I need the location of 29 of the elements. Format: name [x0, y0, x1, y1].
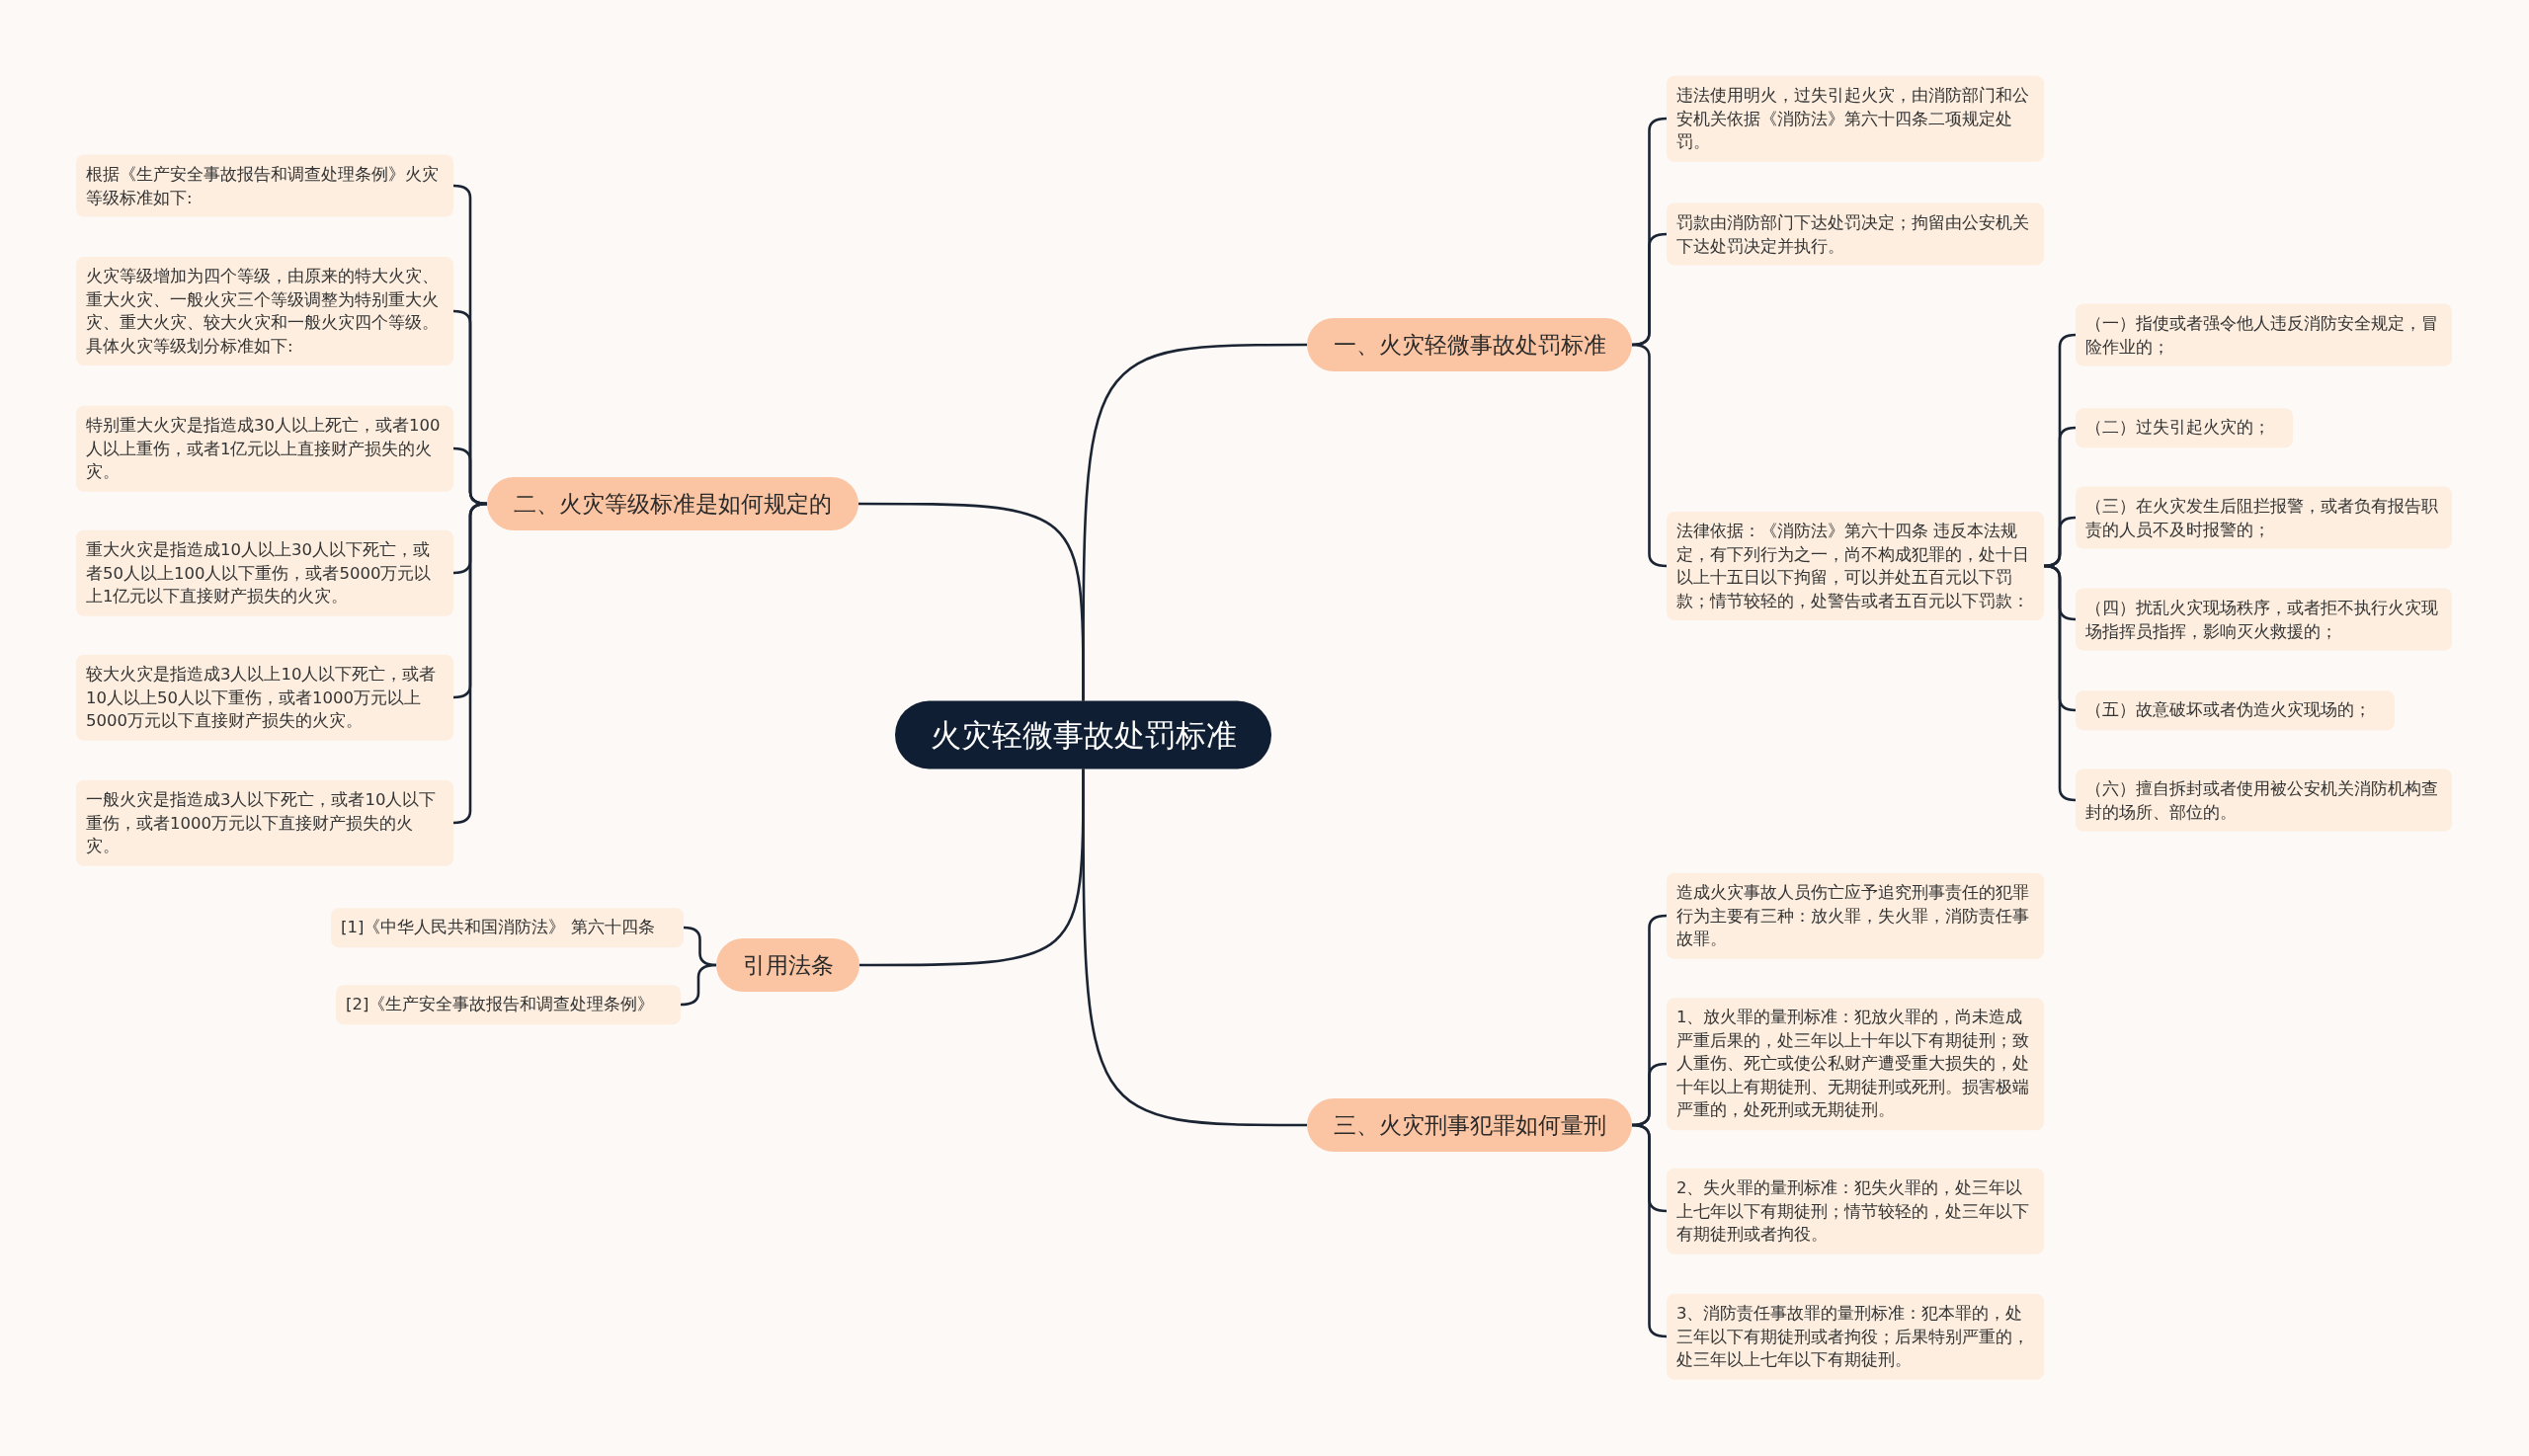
branch-topic: 引用法条 — [716, 938, 859, 992]
note-card: （一）指使或者强令他人违反消防安全规定，冒险作业的； — [2076, 303, 2452, 366]
note-card: 1、放火罪的量刑标准：犯放火罪的，尚未造成严重后果的，处三年以上十年以下有期徒刑；致人重伤、死亡或使公私财产遭受重大损失的，处十年以上有期徒刑、无期徒刑或死刑。损害极端严重的，处死刑或无期徒刑。 — [1667, 998, 2044, 1130]
note-card: 2、失火罪的量刑标准：犯失火罪的，处三年以上七年以下有期徒刑；情节较轻的，处三年以下有期徒刑或者拘役。 — [1667, 1168, 2044, 1254]
note-card: 法律依据：《消防法》第六十四条 违反本法规定，有下列行为之一，尚不构成犯罪的，处十日以上十五日以下拘留，可以并处五百元以下罚款；情节较轻的，处警告或者五百元以下罚款： — [1667, 512, 2044, 620]
note-card: 重大火灾是指造成10人以上30人以下死亡，或者50人以上100人以下重伤，或者5000万元以上1亿元以下直接财产损失的火灾。 — [76, 529, 453, 616]
connector — [859, 768, 1085, 967]
central-topic: 火灾轻微事故处罚标准 — [895, 700, 1271, 769]
note-card: （五）故意破坏或者伪造火灾现场的； — [2076, 690, 2395, 730]
note-card: （三）在火灾发生后阻拦报警，或者负有报告职责的人员不及时报警的； — [2076, 486, 2452, 549]
note-card: 造成火灾事故人员伤亡应予追究刑事责任的犯罪行为主要有三种：放火罪，失火罪，消防责任事故罪。 — [1667, 872, 2044, 959]
note-card: 罚款由消防部门下达处罚决定；拘留由公安机关下达处罚决定并执行。 — [1667, 202, 2044, 266]
note-card: （六）擅自拆封或者使用被公安机关消防机构查封的场所、部位的。 — [2076, 768, 2452, 832]
note-card: 一般火灾是指造成3人以下死亡，或者10人以下重伤，或者1000万元以下直接财产损失的火灾。 — [76, 779, 453, 866]
note-card: 违法使用明火，过失引起火灾，由消防部门和公安机关依据《消防法》第六十四条二项规定处罚。 — [1667, 75, 2044, 162]
note-card: 火灾等级增加为四个等级，由原来的特大火灾、重大火灾、一般火灾三个等级调整为特别重大火灾、重大火灾、较大火灾和一般火灾四个等级。具体火灾等级划分标准如下: — [76, 257, 453, 365]
note-card: 根据《生产安全事故报告和调查处理条例》火灾等级标准如下: — [76, 154, 453, 217]
connector — [858, 502, 1085, 701]
note-card: （四）扰乱火灾现场秩序，或者拒不执行火灾现场指挥员指挥，影响灭火救援的； — [2076, 588, 2452, 651]
branch-topic: 一、火灾轻微事故处罚标准 — [1307, 318, 1632, 371]
note-card: 3、消防责任事故罪的量刑标准：犯本罪的，处三年以下有期徒刑或者拘役；后果特别严重的，处三年以上七年以下有期徒刑。 — [1667, 1293, 2044, 1380]
note-card: 特别重大火灾是指造成30人以上死亡，或者100人以上重伤，或者1亿元以上直接财产损失的火灾。 — [76, 405, 453, 492]
connector — [680, 963, 717, 1007]
note-card: [1]《中华人民共和国消防法》 第六十四条 — [331, 908, 684, 947]
note-card: （二）过失引起火灾的； — [2076, 408, 2293, 447]
branch-topic: 三、火灾刑事犯罪如何量刑 — [1307, 1098, 1632, 1152]
branch-topic: 二、火灾等级标准是如何规定的 — [487, 477, 858, 530]
note-card: 较大火灾是指造成3人以上10人以下死亡，或者10人以上50人以下重伤，或者1000万元以上5000万元以下直接财产损失的火灾。 — [76, 654, 453, 741]
note-card: [2]《生产安全事故报告和调查处理条例》 — [336, 985, 681, 1024]
